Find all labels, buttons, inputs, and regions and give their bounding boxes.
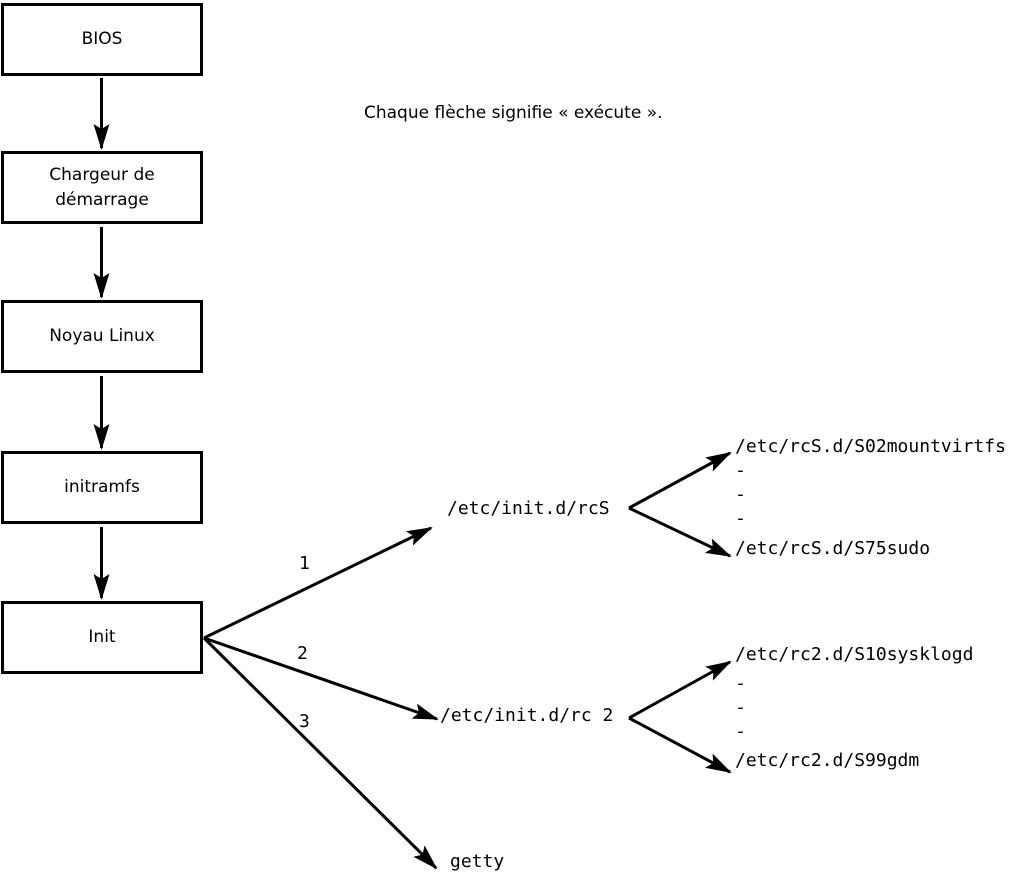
node-bios: BIOS xyxy=(1,3,203,76)
node-rcs-script: /etc/init.d/rcS xyxy=(447,498,610,519)
arrow-init-to-getty xyxy=(202,636,438,870)
node-kernel: Noyau Linux xyxy=(1,300,203,373)
node-s02mountvirtfs: /etc/rcS.d/S02mountvirtfs xyxy=(735,436,1006,457)
diagram-caption: Chaque flèche signifie « exécute ». xyxy=(364,103,663,123)
rc2-ellipsis-dash-3: - xyxy=(735,721,746,742)
rc2-ellipsis-dash-1: - xyxy=(735,673,746,694)
node-bios-label: BIOS xyxy=(81,29,123,49)
node-s10sysklogd: /etc/rc2.d/S10sysklogd xyxy=(735,644,974,665)
node-init-label: Init xyxy=(88,627,116,647)
node-getty: getty xyxy=(450,851,505,872)
arrow-rc2-to-s99gdm xyxy=(628,716,732,774)
node-initramfs: initramfs xyxy=(1,451,203,524)
rcs-ellipsis-dash-2: - xyxy=(735,484,746,505)
rcs-ellipsis-dash-3: - xyxy=(735,508,746,529)
arrow-rcs-to-s75sudo xyxy=(628,506,732,558)
node-bootloader-label: Chargeur de démarrage xyxy=(49,164,155,210)
node-kernel-label: Noyau Linux xyxy=(49,326,155,346)
branch-2-number: 2 xyxy=(297,643,308,664)
node-bootloader: Chargeur de démarrage xyxy=(1,151,203,224)
node-initramfs-label: initramfs xyxy=(64,477,140,497)
arrow-rcs-to-s02mountvirtfs xyxy=(628,451,732,510)
branch-1-number: 1 xyxy=(299,553,310,574)
node-rc2-script: /etc/init.d/rc 2 xyxy=(440,705,614,726)
branch-3-number: 3 xyxy=(299,711,310,732)
node-s75sudo: /etc/rcS.d/S75sudo xyxy=(735,538,931,559)
arrow-init-to-rcs xyxy=(203,526,433,640)
node-s99gdm: /etc/rc2.d/S99gdm xyxy=(735,750,920,771)
rcs-ellipsis-dash-1: - xyxy=(735,460,746,481)
rc2-ellipsis-dash-2: - xyxy=(735,697,746,718)
node-init: Init xyxy=(1,601,203,674)
arrow-init-to-rc2 xyxy=(203,636,439,721)
arrow-rc2-to-s10sysklogd xyxy=(628,660,732,720)
